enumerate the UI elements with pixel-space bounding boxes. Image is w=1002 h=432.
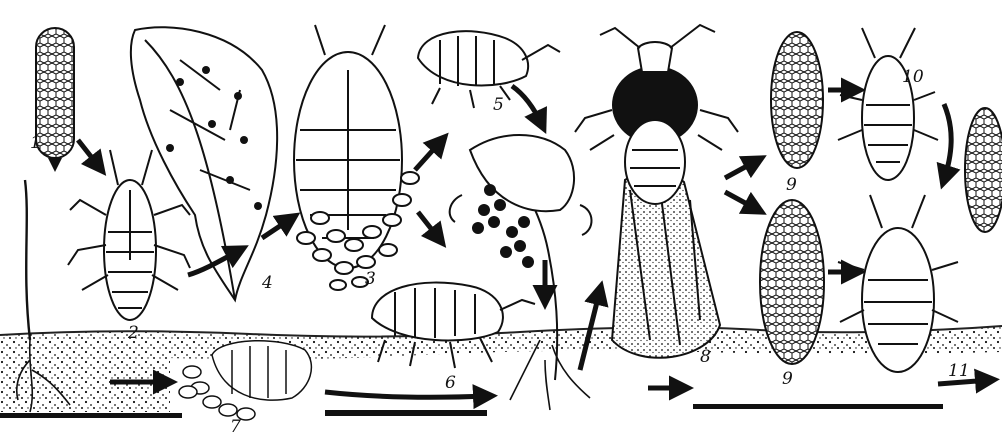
stage-label-5: 5 <box>493 95 504 115</box>
stage-3-female-with-eggs <box>294 25 419 290</box>
stage-1-winter-egg <box>36 28 74 172</box>
stage-label-10: 10 <box>902 67 924 87</box>
stage-label-7: 7 <box>230 417 241 432</box>
winter-egg-right-edge <box>965 108 1002 232</box>
stage-label-11: 11 <box>948 361 970 381</box>
stage-label-1: 1 <box>30 133 41 153</box>
stage-9-egg-lower <box>760 200 824 364</box>
stage-label-8: 8 <box>700 347 711 367</box>
stage-10-sexual-form-upper <box>838 28 938 180</box>
stage-label-9-lower: 9 <box>782 369 793 389</box>
stage-label-9-upper: 9 <box>786 175 797 195</box>
stage-label-4: 4 <box>261 273 273 293</box>
stage-5-nymph <box>418 31 560 108</box>
stage-label-6: 6 <box>445 373 456 393</box>
soil-band <box>0 326 1002 412</box>
stage-label-3: 3 <box>365 269 376 289</box>
stage-label-2: 2 <box>127 323 139 343</box>
stage-9-egg-upper <box>771 32 823 168</box>
stage-8-winged-adult <box>575 25 738 358</box>
